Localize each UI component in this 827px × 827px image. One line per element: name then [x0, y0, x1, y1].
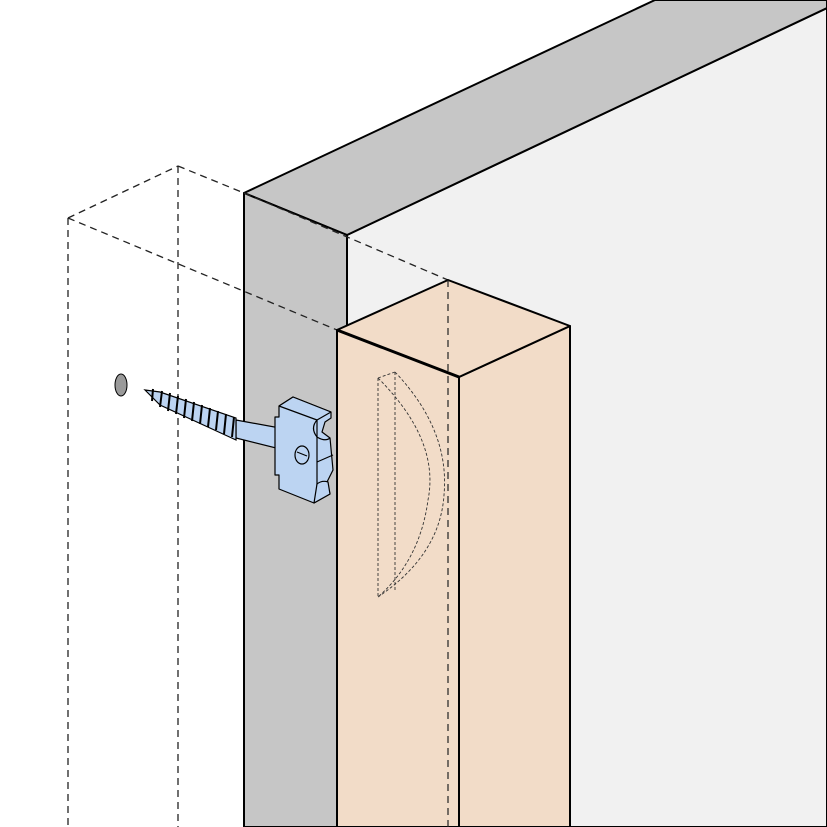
post-left-face: [336, 329, 460, 827]
panel-side-edge: [243, 192, 348, 827]
wood-post: [336, 279, 571, 827]
hidden-recess: [377, 371, 446, 598]
pilot-hole: [114, 373, 128, 397]
screw: [143, 388, 281, 450]
post-right-face: [458, 325, 571, 827]
ghost-post-outline: [67, 165, 449, 827]
mounting-bracket: [274, 396, 334, 504]
